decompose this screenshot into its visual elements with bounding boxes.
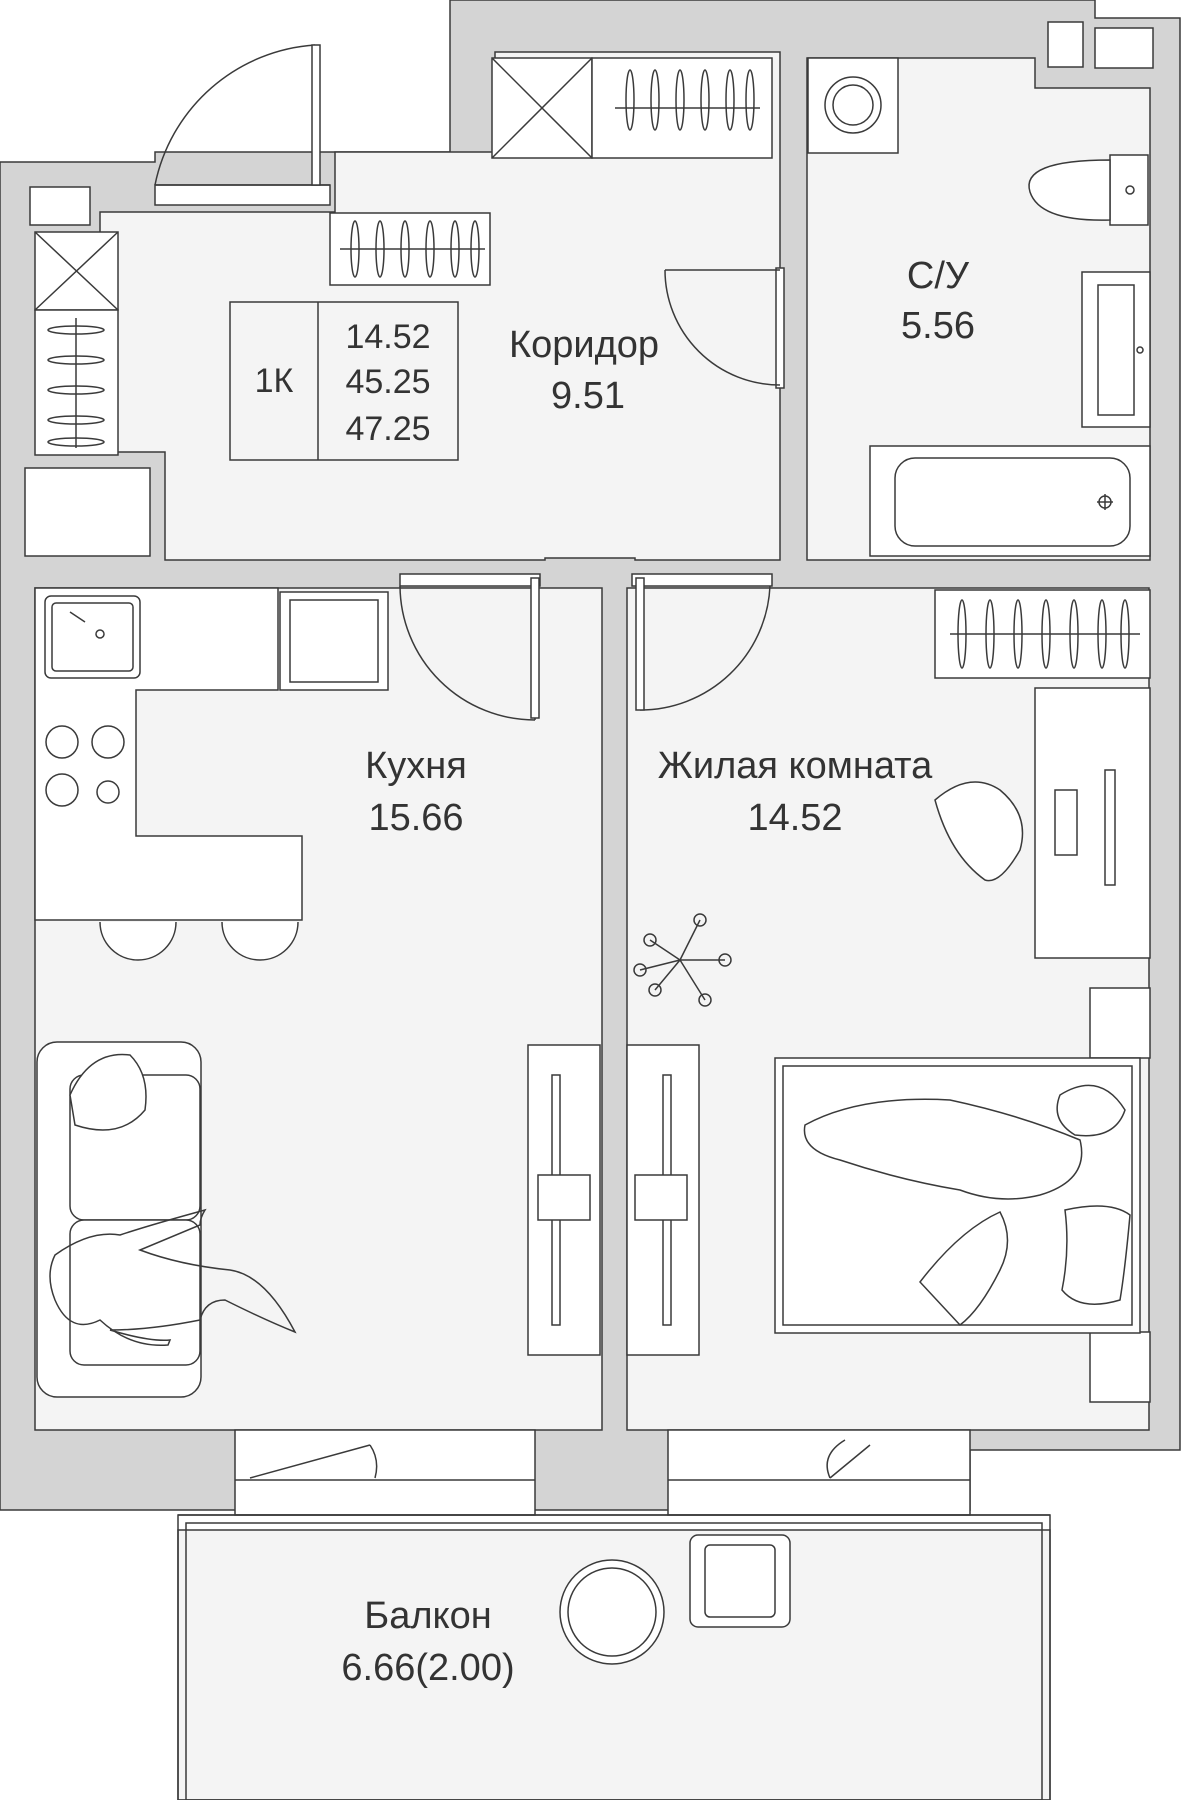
kitchen-name: Кухня (365, 745, 467, 787)
tv-units (527, 1044, 700, 1356)
bathroom-name: С/У (907, 255, 970, 297)
corridor-area: 9.51 (551, 375, 625, 417)
total-area-value: 45.25 (345, 363, 430, 401)
sofa (36, 1041, 297, 1398)
apartment-type: 1К (255, 362, 294, 400)
living-room-area: 14.52 (747, 797, 842, 839)
bathroom-fixtures (807, 57, 1151, 557)
desk (1034, 687, 1151, 959)
kitchen-furniture (34, 587, 389, 961)
apartment-info-table (229, 301, 459, 461)
monitor (1104, 769, 1116, 886)
outlet-top (1089, 987, 1151, 1059)
kitchen-area: 15.66 (368, 797, 463, 839)
balcony-name: Балкон (364, 1595, 491, 1637)
kitchen-door (399, 573, 541, 721)
corridor-furniture (34, 57, 773, 456)
hanger-row-top (47, 69, 755, 447)
keyboard (1054, 789, 1078, 856)
balcony-total-area-value: 47.25 (345, 410, 430, 448)
bathroom-door (664, 267, 785, 389)
floors (34, 51, 1151, 1800)
balcony-furniture (559, 1534, 791, 1665)
windows (177, 1429, 1051, 1800)
plant (633, 913, 732, 1007)
small-windows (24, 21, 1154, 557)
kitchen-window (234, 1429, 536, 1516)
living-room-name: Жилая комната (658, 745, 933, 787)
corridor-name: Коридор (509, 324, 659, 366)
outlet-bottom (1089, 1331, 1151, 1403)
toilet (1109, 154, 1149, 226)
living-furniture (774, 589, 1151, 1403)
entrance-door (154, 44, 331, 206)
balcony-table (559, 1559, 665, 1665)
living-area-value: 14.52 (345, 318, 430, 356)
desk-chair (934, 781, 1024, 882)
bathroom-area: 5.56 (901, 305, 975, 347)
living-window (667, 1429, 971, 1516)
living-door (631, 573, 773, 711)
balcony-area: 6.66(2.00) (341, 1647, 514, 1689)
